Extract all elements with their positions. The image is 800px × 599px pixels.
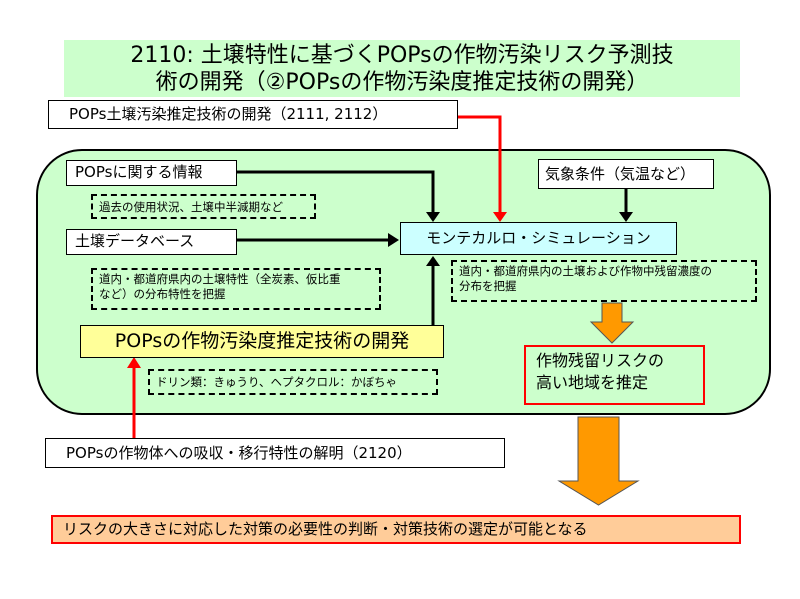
pops-info-note: 過去の使用状況、土壌中半減期など (91, 194, 316, 219)
title-line-1: 2110: 土壌特性に基づくPOPsの作物汚染リスク予測技 (130, 43, 674, 68)
pops-info-box: POPsに関する情報 (66, 160, 237, 186)
arrow-core-tech-to-simulation (426, 256, 440, 325)
high-risk-area-estimation-box: 作物残留リスクの 高い地域を推定 (524, 345, 705, 405)
crop-uptake-research-box: POPsの作物体への吸収・移行特性の解明（2120） (45, 438, 505, 468)
pops-info-label: POPsに関する情報 (75, 163, 203, 181)
soil-contamination-estimation-label: POPs土壌汚染推定技術の開発（2111, 2112） (69, 105, 388, 123)
soil-database-note: 道内・都道府県内の土壌特性（全炭素、仮比重 など）の分布特性を把握 (91, 268, 381, 310)
high-risk-area-line-1: 作物残留リスクの (536, 351, 665, 370)
title-line-2: 術の開発（②POPsの作物汚染度推定技術の開発） (155, 70, 649, 95)
high-risk-area-line-2: 高い地域を推定 (536, 373, 649, 392)
soil-database-note-line-2: など）の分布特性を把握 (99, 287, 226, 301)
monte-carlo-simulation-box: モンテカルロ・シミュレーション (400, 222, 677, 255)
crop-tech-note-text: ドリン類：きゅうり、ヘプタクロル：かぼちゃ (156, 375, 398, 389)
title-banner: 2110: 土壌特性に基づくPOPsの作物汚染リスク予測技 術の開発（②POPs… (64, 40, 740, 97)
red-arrow-soil-estimation-to-simulation (458, 115, 507, 222)
weather-conditions-label: 気象条件（気温など） (545, 165, 696, 183)
simulation-note: 道内・都道府県内の土壌および作物中残留濃度の 分布を把握 (451, 260, 757, 302)
final-outcome-label: リスクの大きさに対応した対策の必要性の判断・対策技術の選定が可能となる (63, 520, 588, 538)
arrow-soil-db-to-simulation (237, 233, 399, 247)
orange-arrow-to-result (589, 302, 635, 344)
soil-database-label: 土壌データベース (75, 232, 195, 250)
pops-info-note-text: 過去の使用状況、土壌中半減期など (99, 200, 283, 214)
soil-contamination-estimation-box: POPs土壌汚染推定技術の開発（2111, 2112） (48, 100, 458, 129)
red-arrow-crop-uptake-to-core-tech (127, 357, 141, 438)
crop-contamination-estimation-tech-box: POPsの作物汚染度推定技術の開発 (80, 325, 444, 358)
arrow-weather-to-simulation (619, 188, 633, 222)
arrow-pops-info-to-simulation (237, 170, 440, 222)
simulation-note-line-1: 道内・都道府県内の土壌および作物中残留濃度の (459, 264, 712, 278)
crop-uptake-research-label: POPsの作物体への吸収・移行特性の解明（2120） (66, 444, 412, 462)
soil-database-note-line-1: 道内・都道府県内の土壌特性（全炭素、仮比重 (99, 272, 341, 286)
weather-conditions-box: 気象条件（気温など） (538, 159, 714, 189)
crop-tech-note: ドリン類：きゅうり、ヘプタクロル：かぼちゃ (148, 369, 438, 395)
monte-carlo-simulation-label: モンテカルロ・シミュレーション (426, 229, 651, 247)
orange-arrow-to-final-outcome (557, 416, 640, 506)
final-outcome-box: リスクの大きさに対応した対策の必要性の判断・対策技術の選定が可能となる (51, 515, 741, 544)
simulation-note-line-2: 分布を把握 (459, 279, 517, 293)
soil-database-box: 土壌データベース (66, 229, 237, 255)
crop-contamination-estimation-tech-label: POPsの作物汚染度推定技術の開発 (114, 330, 410, 352)
